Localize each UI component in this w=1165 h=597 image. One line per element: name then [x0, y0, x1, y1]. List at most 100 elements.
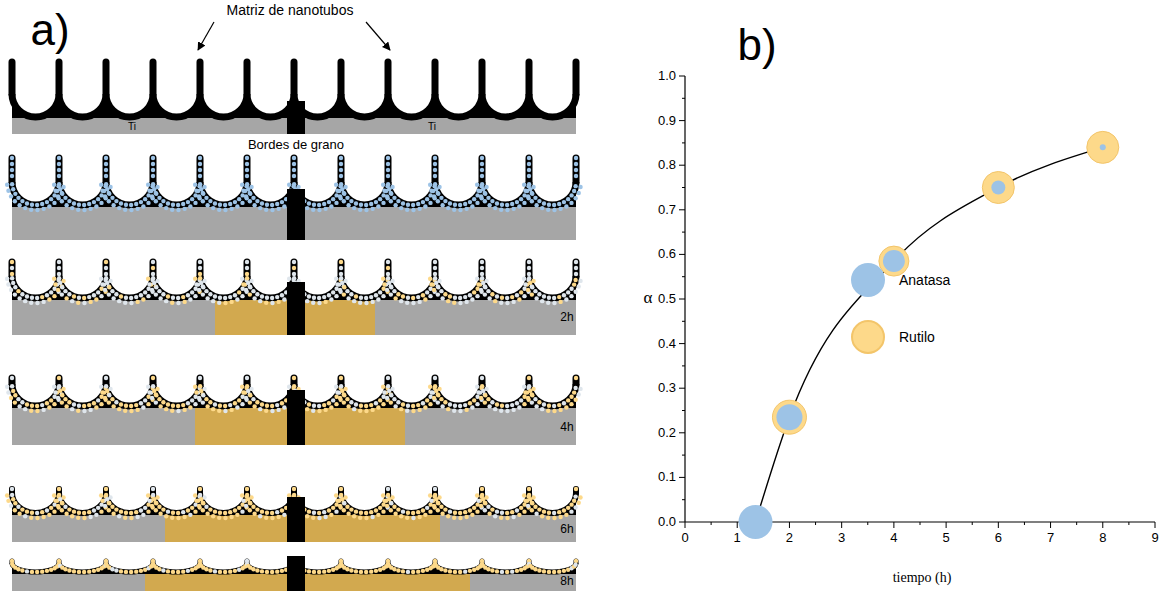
crystal-grain	[124, 404, 128, 408]
crystal-grain	[423, 204, 427, 208]
crystal-grain	[354, 569, 358, 573]
crystal-grain	[392, 397, 396, 401]
crystal-grain	[411, 404, 415, 408]
crystal-grain	[245, 174, 249, 178]
crystal-grain	[345, 397, 349, 401]
crystal-grain	[340, 281, 344, 285]
crystal-grain	[468, 293, 472, 297]
crystal-grain	[376, 297, 380, 301]
crystal-grain	[369, 295, 373, 299]
crystal-grain	[292, 266, 296, 270]
crystal-grain	[25, 509, 29, 513]
crystal-grain	[241, 189, 245, 193]
crystal-grain	[45, 401, 49, 405]
crystal-grain	[72, 294, 76, 298]
crystal-grain	[105, 281, 109, 285]
crystal-grain	[223, 203, 227, 207]
crystal-grain	[228, 569, 232, 573]
crystal-grain	[440, 512, 444, 516]
crystal-grain	[29, 408, 33, 412]
crystal-grain	[248, 393, 252, 397]
crystal-grain	[463, 202, 467, 206]
crystal-grain	[114, 199, 118, 203]
crystal-grain	[40, 202, 44, 206]
crystal-grain	[552, 404, 556, 408]
crystal-grain	[245, 272, 249, 276]
crystal-grain	[67, 507, 71, 511]
crystal-grain	[204, 397, 208, 401]
crystal-grain	[493, 299, 497, 303]
crystal-grain	[358, 300, 362, 304]
crystal-grain	[458, 570, 462, 574]
crystal-grain	[515, 401, 519, 405]
crystal-grain	[146, 509, 150, 513]
crystal-grain	[10, 384, 14, 388]
crystal-grain	[282, 204, 286, 208]
crystal-grain	[557, 403, 561, 407]
crystal-grain	[562, 293, 566, 297]
crystal-grain	[573, 505, 577, 509]
crystal-grain	[57, 156, 61, 160]
crystal-grain	[573, 398, 577, 402]
crystal-grain	[57, 174, 61, 178]
y-tick	[682, 321, 685, 322]
crystal-grain	[157, 196, 161, 200]
crystal-grain	[217, 207, 221, 211]
crystal-grain	[255, 400, 259, 404]
crystal-grain	[198, 493, 202, 497]
crystal-grain	[342, 199, 346, 203]
crystal-grain	[60, 400, 64, 404]
crystal-grain	[87, 202, 91, 206]
crystal-grain	[386, 260, 390, 264]
crystal-grain	[151, 276, 155, 280]
text-label: 6h	[560, 523, 573, 536]
crystal-grain	[468, 401, 472, 405]
crystal-grain	[448, 201, 452, 205]
crystal-grain	[463, 510, 467, 514]
nanotube-row	[5, 156, 583, 240]
crystal-grain	[428, 201, 432, 205]
crystal-grain	[499, 408, 503, 412]
crystal-grain	[547, 404, 551, 408]
crystal-grain	[251, 397, 255, 401]
crystal-grain	[446, 514, 450, 518]
crystal-grain	[5, 183, 9, 187]
crystal-grain	[480, 168, 484, 172]
crystal-grain	[244, 396, 248, 400]
crystal-grain	[198, 260, 202, 264]
crystal-grain	[176, 516, 180, 520]
crystal-grain	[389, 199, 393, 203]
text-label: 8	[1099, 531, 1106, 545]
crystal-grain	[223, 404, 227, 408]
crystal-grain	[76, 516, 80, 520]
crystal-grain	[292, 260, 296, 264]
text-label: 0.6	[658, 247, 676, 261]
crystal-grain	[352, 299, 356, 303]
crystal-grain	[107, 199, 111, 203]
crystal-grain	[52, 402, 56, 406]
crystal-grain	[23, 299, 27, 303]
crystal-grain	[129, 511, 133, 515]
crystal-grain	[573, 562, 577, 566]
crystal-grain	[82, 208, 86, 212]
crystal-grain	[381, 493, 385, 497]
crystal-grain	[540, 514, 544, 518]
crystal-grain	[374, 569, 378, 573]
crystal-grain	[119, 509, 123, 513]
crystal-grain	[158, 296, 162, 300]
crystal-grain	[405, 516, 409, 520]
crystal-grain	[312, 570, 316, 574]
crystal-grain	[577, 392, 581, 396]
crystal-grain	[201, 400, 205, 404]
crystal-grain	[161, 568, 165, 572]
crystal-grain	[317, 516, 321, 520]
crystal-grain	[204, 567, 208, 571]
crystal-grain	[265, 570, 269, 574]
crystal-grain	[13, 400, 17, 404]
crystal-grain	[135, 207, 139, 211]
crystal-grain	[276, 408, 280, 412]
crystal-grain	[16, 567, 20, 571]
crystal-grain	[188, 405, 192, 409]
crystal-grain	[258, 206, 262, 210]
